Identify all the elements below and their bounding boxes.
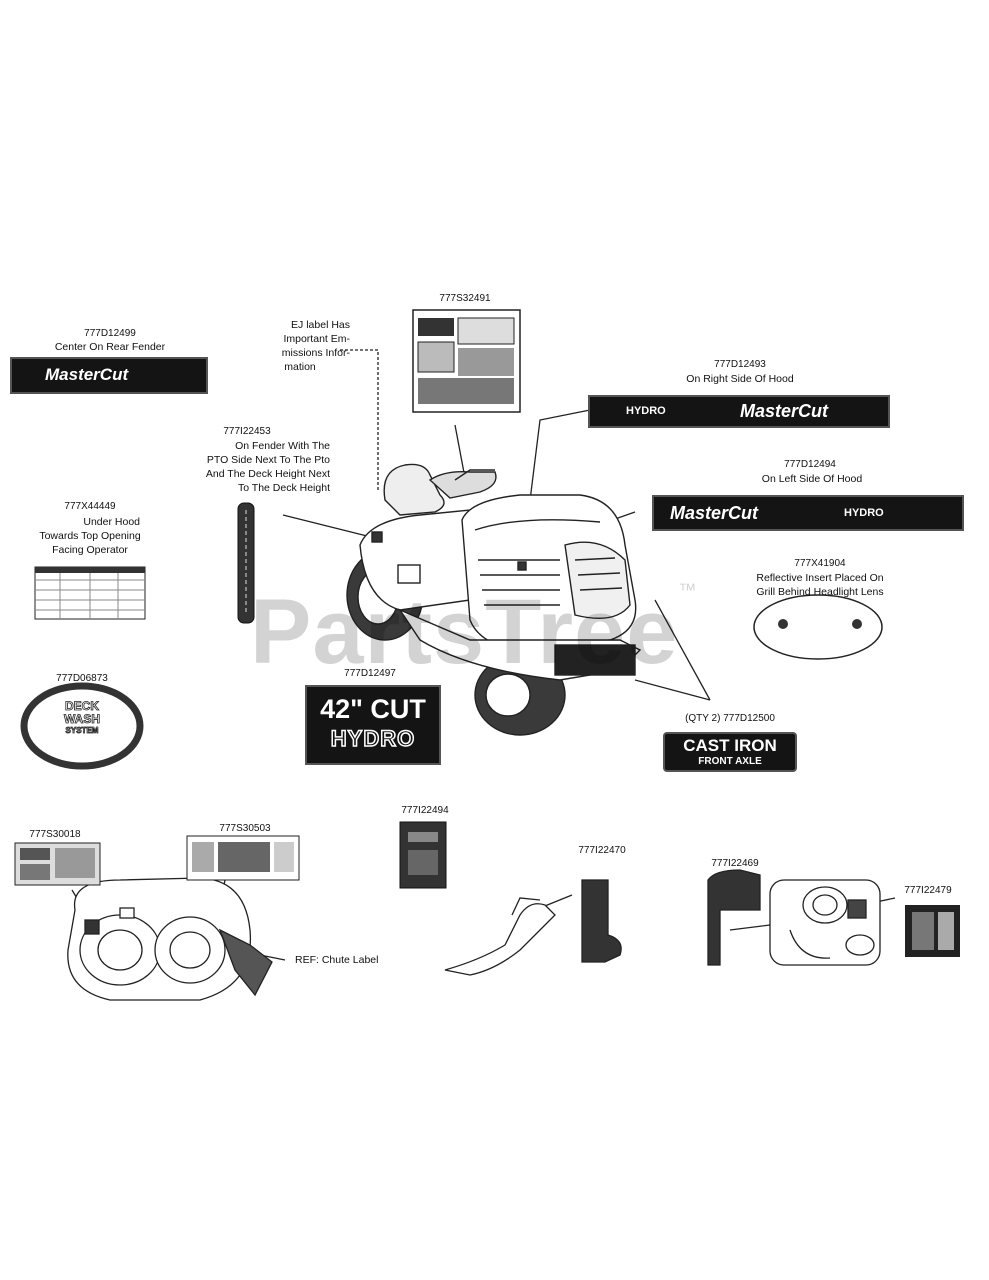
- deck-wash-logo: DECK WASH SYSTEM: [52, 699, 112, 736]
- desc-reflective-insert-line1: Reflective Insert Placed On: [756, 572, 884, 584]
- desc-reflective-insert: Reflective Insert Placed On Grill Behind…: [730, 571, 910, 599]
- part-number-777X41904: 777X41904: [794, 558, 846, 569]
- hydro-logo-small: HYDRO: [626, 405, 666, 417]
- hydro-text: HYDRO: [330, 725, 416, 752]
- desc-pto-fender-line2: PTO Side Next To The Pto: [206, 454, 330, 466]
- leader-line-front-axle-2: [634, 679, 711, 701]
- engine-drawing: [707, 869, 881, 966]
- part-number-777S32491: 777S32491: [439, 293, 491, 304]
- desc-ej-label: EJ label Has Important Em- missions Info…: [250, 318, 350, 374]
- part-number-777D12494: 777D12494: [784, 459, 836, 470]
- desc-pto-fender-line4: To The Deck Height: [237, 482, 330, 494]
- desc-center-on-rear-fender: Center On Rear Fender: [54, 341, 166, 353]
- desc-right-side-of-hood: On Right Side Of Hood: [686, 373, 794, 385]
- front-axle-text: FRONT AXLE: [698, 756, 762, 767]
- 42-cut-hydro-decal: 42" CUT HYDRO: [305, 685, 441, 765]
- part-number-777I22470: 777I22470: [578, 845, 626, 856]
- watermark-text: PartsTree: [250, 581, 679, 683]
- mastercut-rear-fender-decal: MasterCut: [10, 357, 208, 394]
- desc-pto-fender: On Fender With The PTO Side Next To The …: [170, 439, 330, 495]
- deck-wash-logo-line3: SYSTEM: [65, 726, 99, 736]
- mastercut-left-hood-decal: MasterCut HYDRO: [652, 495, 964, 531]
- mastercut-right-hood-decal: HYDRO MasterCut: [588, 395, 890, 428]
- mastercut-logo: MasterCut: [740, 401, 829, 421]
- part-number-777I22479: 777I22479: [904, 885, 952, 896]
- leader-line-pto: [282, 514, 376, 539]
- mastercut-logo: MasterCut: [45, 365, 129, 384]
- part-number-777D12499: 777D12499: [84, 328, 136, 339]
- watermark: PartsTree™: [250, 580, 697, 685]
- part-number-777D12497: 777D12497: [344, 668, 396, 679]
- mastercut-logo: MasterCut: [670, 503, 759, 523]
- deck-wash-logo-line2: WASH: [64, 712, 101, 726]
- part-number-777D12500: (QTY 2) 777D12500: [685, 713, 775, 724]
- hydro-logo-small: HYDRO: [844, 507, 884, 519]
- desc-under-hood-line2: Towards Top Opening: [39, 530, 141, 542]
- deck-wash-logo-line1: DECK: [64, 699, 100, 713]
- tractor-drawing: [346, 463, 642, 736]
- desc-ej-label-line1: EJ label Has: [291, 319, 350, 331]
- desc-under-hood: Under Hood Towards Top Opening Facing Op…: [15, 515, 165, 557]
- part-number-777I22469: 777I22469: [711, 858, 759, 869]
- leader-line-engine: [729, 924, 771, 931]
- cast-iron-text: CAST IRON: [683, 736, 777, 755]
- part-number-777I22453: 777I22453: [223, 426, 271, 437]
- desc-under-hood-line3: Facing Operator: [52, 544, 128, 556]
- part-number-777I22494: 777I22494: [401, 805, 449, 816]
- desc-ej-label-line2: Important Em-: [283, 333, 350, 345]
- part-number-777S30018: 777S30018: [29, 829, 81, 840]
- deck-drawing: [67, 877, 273, 1001]
- leader-line-front-axle-1: [654, 599, 711, 701]
- desc-ej-label-line3: missions Infor-: [281, 347, 350, 359]
- desc-ej-label-line4: mation: [284, 361, 316, 373]
- desc-chute-label: REF: Chute Label: [295, 954, 379, 966]
- desc-left-side-of-hood: On Left Side Of Hood: [761, 473, 863, 485]
- part-number-777D06873: 777D06873: [56, 673, 108, 684]
- leader-line-emissions: [340, 349, 379, 492]
- desc-pto-fender-line1: On Fender With The: [235, 440, 330, 452]
- small-decals: [14, 309, 960, 957]
- part-number-777X44449: 777X44449: [64, 501, 116, 512]
- desc-pto-fender-line3: And The Deck Height Next: [205, 468, 330, 480]
- desc-reflective-insert-line2: Grill Behind Headlight Lens: [756, 586, 884, 598]
- part-number-777S30503: 777S30503: [219, 823, 271, 834]
- 42-cut-text: 42" CUT: [320, 694, 426, 724]
- watermark-tm: ™: [678, 580, 698, 600]
- cast-iron-front-axle-decal: CAST IRON FRONT AXLE: [663, 732, 797, 772]
- part-number-777D12493: 777D12493: [714, 359, 766, 370]
- leader-line-safety-label: [454, 424, 466, 479]
- desc-under-hood-line1: Under Hood: [83, 516, 140, 528]
- bagger-drawing: [444, 879, 622, 976]
